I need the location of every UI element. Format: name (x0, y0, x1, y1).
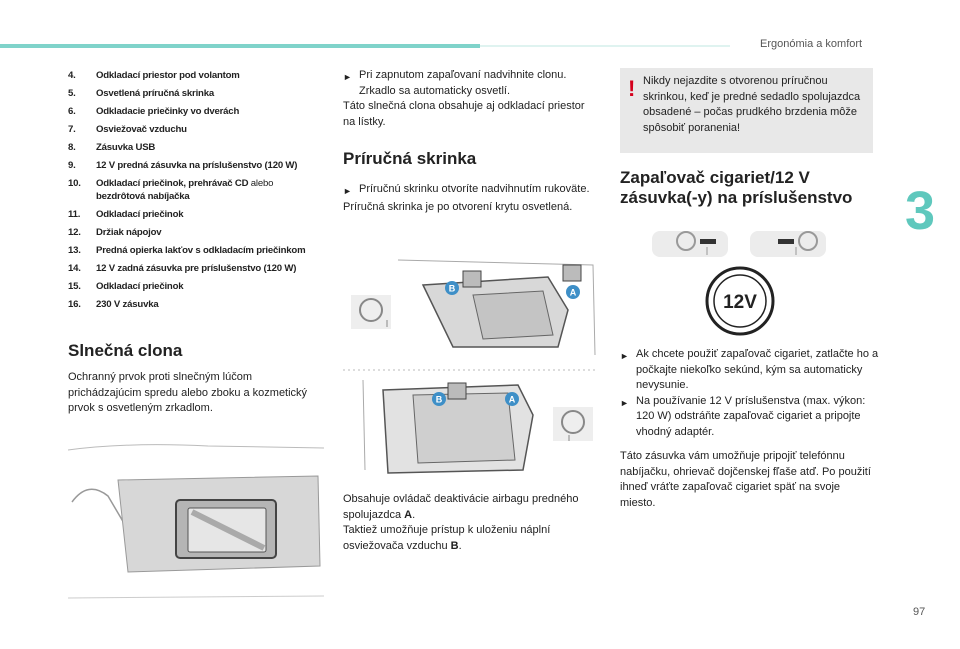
list-item: 16.230 V zásuvka (68, 299, 159, 310)
page-number: 97 (913, 606, 926, 618)
warning-text: Nikdy nejazdite s otvorenou príručnou sk… (643, 75, 861, 134)
steering-wheel-icon (652, 231, 728, 257)
header-accent-bar-light (480, 45, 730, 47)
lighter-illustration: 12V (652, 231, 826, 336)
list-item: 14.12 V zadná zásuvka pre príslušenstvo … (68, 263, 297, 274)
list-item: 15.Odkladací priečinok (68, 281, 184, 292)
list-item: 12.Držiak nápojov (68, 227, 162, 238)
bullet-arrow-icon: ► (620, 397, 629, 408)
list-item: 6.Odkladacie priečinky vo dverách (68, 106, 240, 117)
label-b-badge (445, 281, 459, 295)
lighter-instructions: ►Ak chcete použiť zapaľovač cigariet, za… (620, 347, 880, 440)
list-item: 9.12 V predná zásuvka na príslušenstvo (… (68, 160, 298, 171)
label-a-badge (566, 285, 580, 299)
badge-label-a: A (509, 395, 516, 405)
glovebox-illustration: B A B A (343, 259, 598, 474)
glovebox-instructions: ►Príručnú skrinku otvoríte nadvihnutím r… (343, 182, 598, 215)
list-item: 5.Osvetlená príručná skrinka (68, 88, 214, 99)
sun-visor-illustration (68, 444, 324, 599)
label-b-badge (432, 392, 446, 406)
bullet-arrow-icon: ► (343, 72, 352, 82)
sun-visor-heading: Slnečná clona (68, 341, 183, 360)
list-item: 13.Predná opierka lakťov s odkladacím pr… (68, 245, 306, 256)
badge-label-b: B (449, 284, 456, 294)
glovebox-heading: Príručná skrinka (343, 149, 477, 168)
list-item: 11.Odkladací priečinok (68, 209, 184, 220)
list-item: 7.Osviežovač vzduchu (68, 124, 187, 135)
sun-visor-instructions: ►Pri zapnutom zapaľovaní nadvihnite clon… (343, 68, 593, 130)
list-item: 4.Odkladací priestor pod volantom (68, 70, 240, 81)
badge-label-b: B (436, 395, 443, 405)
chapter-number: 3 (905, 181, 936, 241)
socket-label: 12V (723, 292, 757, 313)
sun-visor-description: Ochranný prvok proti slnečným lúčom pric… (68, 371, 308, 414)
steering-wheel-icon (750, 231, 826, 257)
steering-wheel-icon (351, 295, 391, 329)
steering-wheel-icon (553, 407, 593, 441)
glovebox-details: Obsahuje ovládač deaktivácie airbagu pre… (343, 493, 579, 552)
lighter-text: Táto zásuvka vám umožňuje pripojiť telef… (620, 450, 871, 509)
bullet-arrow-icon: ► (620, 351, 629, 361)
features-list: 4.Odkladací priestor pod volantom 5.Osve… (68, 69, 328, 316)
lighter-bullet-1: ►Ak chcete použiť zapaľovač cigariet, za… (620, 347, 880, 394)
list-item: 8.Zásuvka USB (68, 142, 156, 153)
section-title: Ergonómia a komfort (760, 38, 863, 50)
warning-icon: ! (628, 76, 636, 101)
12v-socket-icon: 12V (705, 266, 775, 336)
label-a-badge (505, 392, 519, 406)
lighter-bullet-2: ►Na používanie 12 V príslušenstva (max. … (620, 394, 880, 441)
sun-visor-extra-text: Táto slnečná clona obsahuje aj odkladací… (343, 100, 585, 128)
header-accent-bar (0, 44, 480, 48)
glovebox-bullet: ►Príručnú skrinku otvoríte nadvihnutím r… (343, 182, 598, 200)
badge-label-a: A (570, 288, 577, 298)
list-item: 10.Odkladací priečinok, prehrávač CD ale… (68, 178, 274, 202)
sun-visor-bullet: ►Pri zapnutom zapaľovaní nadvihnite clon… (343, 68, 593, 99)
glovebox-text: Príručná skrinka je po otvorení krytu os… (343, 200, 573, 213)
warning-box (620, 68, 873, 153)
bullet-arrow-icon: ► (343, 186, 352, 196)
